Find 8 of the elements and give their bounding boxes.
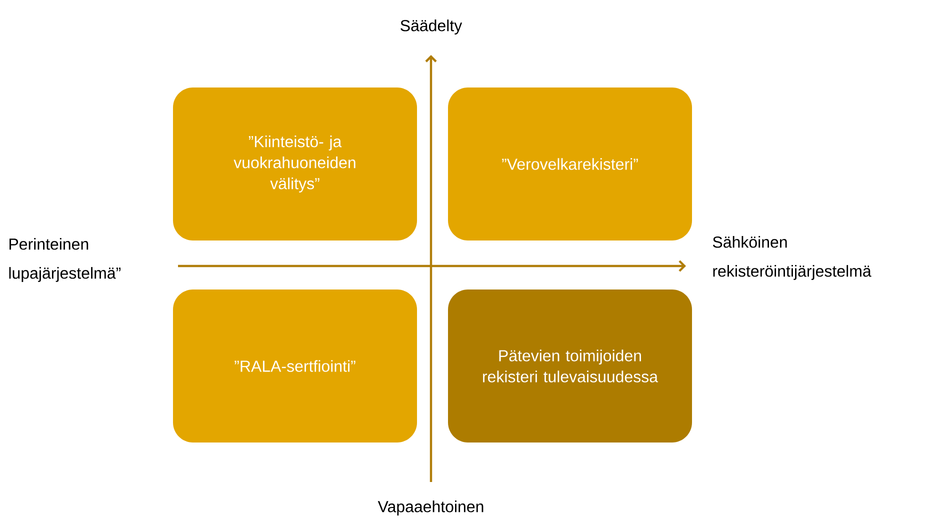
axis-label: Vapaaehtoinen	[378, 500, 484, 516]
axis-label: Sähköinen rekisteröintijärjestelmä	[712, 236, 872, 280]
quadrant-box: ”RALA-sertfiointi”	[173, 290, 417, 442]
axis-label: Perinteinen lupajärjestelmä”	[9, 238, 121, 282]
quadrant-box: ”Kiinteistö- ja vuokrahuoneiden välitys”	[173, 88, 417, 240]
quadrant-box: Pätevien toimijoiden rekisteri tulevaisuudessa	[448, 290, 692, 442]
quadrant-box: ”Verovelkarekisteri”	[448, 88, 692, 240]
axis-label: Säädelty	[400, 20, 462, 34]
